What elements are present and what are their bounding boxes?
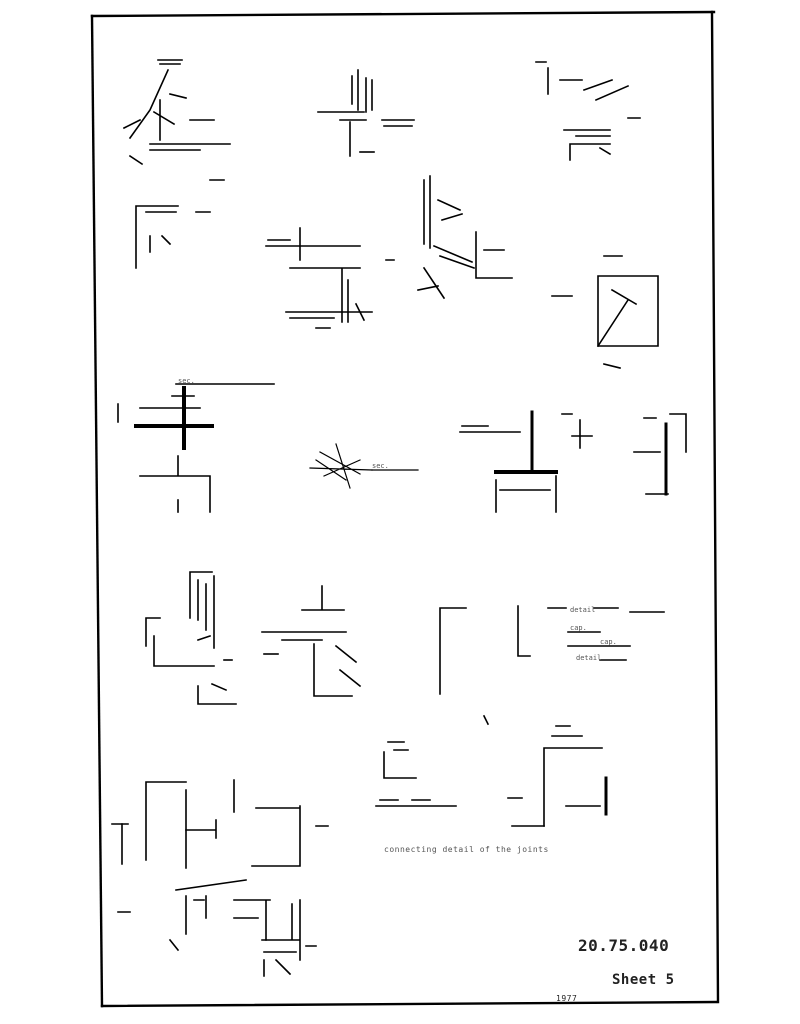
detail-lower-assembly xyxy=(117,879,317,977)
footer-code: 1977 xyxy=(556,994,578,1003)
detail-bracket-left xyxy=(135,205,211,269)
detail-column-base xyxy=(459,410,593,513)
detail-diagonal-brace xyxy=(417,175,513,300)
detail-right-angle xyxy=(633,413,687,496)
annotation-note: sec. xyxy=(178,377,195,385)
detail-frame-bottom-left xyxy=(111,779,329,869)
sheet-border xyxy=(90,10,720,1008)
detail-cross-top xyxy=(317,69,415,157)
detail-thick-cross xyxy=(117,383,275,513)
detail-elevation xyxy=(439,605,665,726)
annotation-note: sec. xyxy=(372,462,389,470)
bottom-note: connecting detail of the joints xyxy=(384,845,549,854)
annotation-note: detail xyxy=(570,606,596,614)
detail-gusset-plate xyxy=(261,585,362,697)
detail-stepped-section xyxy=(265,227,395,329)
annotation-note: cap. xyxy=(600,638,617,646)
detail-star-node xyxy=(309,443,419,489)
annotation-note: cap. xyxy=(570,624,587,632)
sheet-label: Sheet 5 xyxy=(612,972,675,988)
drawing-number: 20.75.040 xyxy=(578,936,670,955)
detail-small-profiles xyxy=(375,725,608,827)
annotation-note: detail xyxy=(576,654,602,662)
detail-bolted-bracket xyxy=(145,571,237,705)
detail-square-diagonal xyxy=(551,255,659,369)
detail-top-right xyxy=(535,61,641,161)
detail-node-top-left xyxy=(122,59,231,181)
